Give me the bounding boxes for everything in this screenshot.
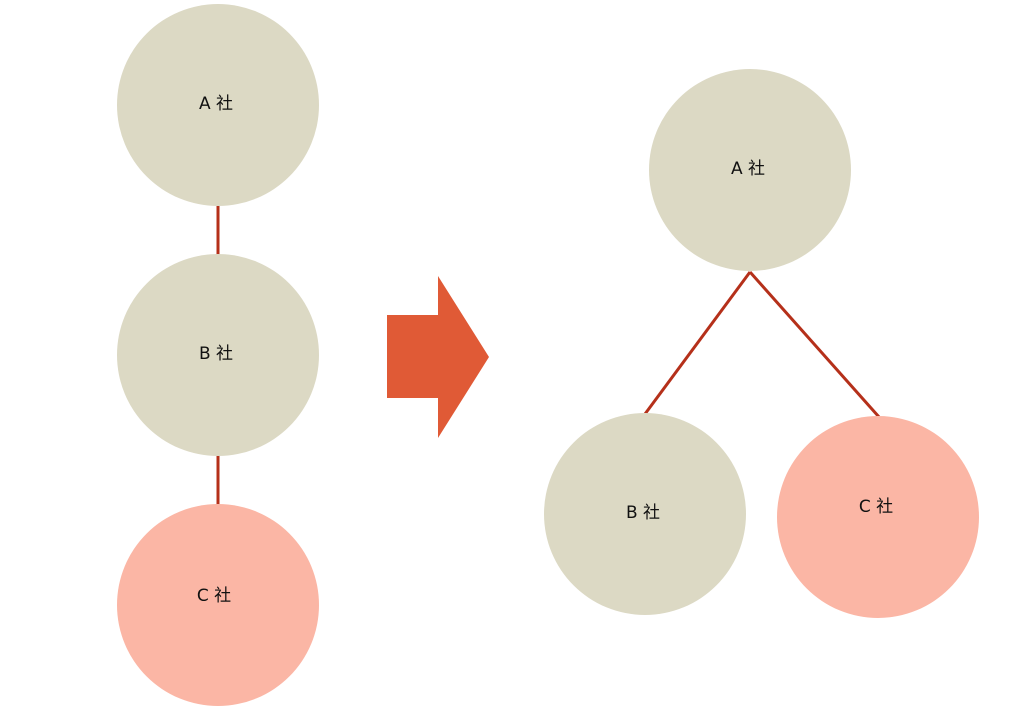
node-b-before-label: B 社 xyxy=(199,344,233,364)
node-c-after: C 社 xyxy=(777,416,979,618)
node-c-after-label: C 社 xyxy=(859,497,893,517)
arrow-right-icon xyxy=(387,276,489,438)
node-a-before: A 社 xyxy=(117,4,319,206)
after-structure: A 社 B 社 C 社 xyxy=(544,69,979,618)
before-structure: A 社 B 社 C 社 xyxy=(117,4,319,706)
node-b-before: B 社 xyxy=(117,254,319,456)
connector-a-c-after xyxy=(748,271,881,418)
node-a-before-label: A 社 xyxy=(199,94,233,114)
connector-a-b-after xyxy=(643,271,752,415)
node-a-after-label: A 社 xyxy=(731,159,765,179)
node-c-before-label: C 社 xyxy=(197,586,231,606)
node-b-after: B 社 xyxy=(544,413,746,615)
node-b-after-label: B 社 xyxy=(626,503,660,523)
node-a-after: A 社 xyxy=(649,69,851,271)
node-c-before: C 社 xyxy=(117,504,319,706)
